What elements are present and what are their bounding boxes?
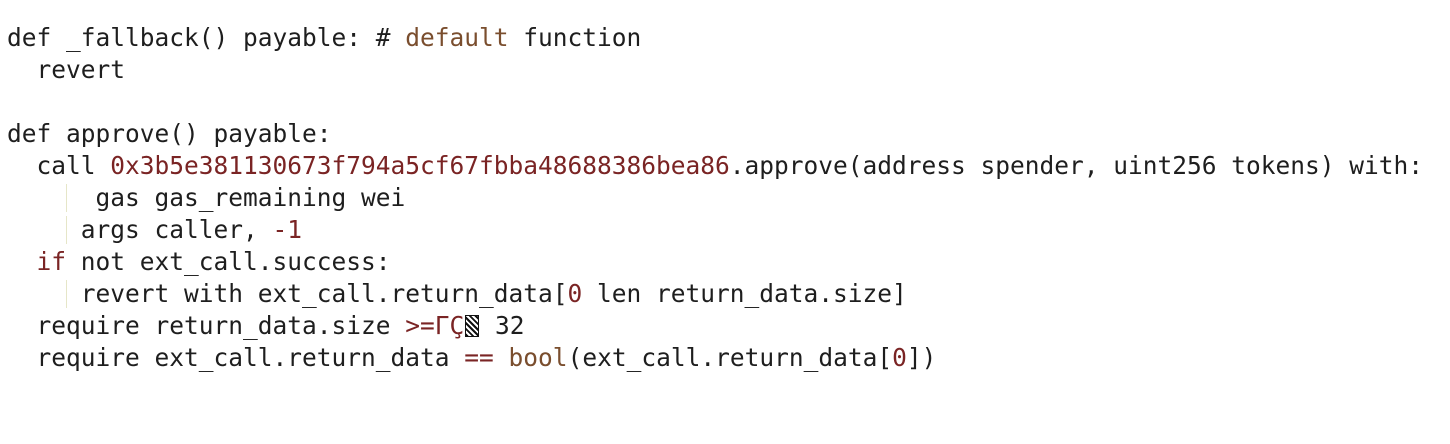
code-token: revert with ext_call.return_data[ [66, 279, 568, 308]
code-token [494, 343, 509, 372]
code-token: >=ΓÇ [405, 311, 465, 340]
code-line: def approve() payable: [7, 118, 1450, 150]
code-token: (ext_call.return_data[ [567, 343, 893, 372]
code-line: if not ext_call.success: [7, 246, 1450, 278]
code-token: def _fallback() payable: # [7, 23, 406, 52]
code-token: def approve() payable: [7, 119, 332, 148]
code-token: require return_data.size [7, 311, 406, 340]
code-token: .approve(address spender, uint256 tokens… [729, 151, 1424, 180]
code-token: 0 [567, 279, 583, 308]
code-token: revert [7, 55, 126, 84]
code-token: == [464, 343, 494, 372]
code-line: require ext_call.return_data == bool(ext… [7, 342, 1450, 374]
code-token [7, 183, 66, 212]
code-token: default [405, 23, 509, 52]
code-line: def _fallback() payable: # default funct… [7, 22, 1450, 54]
code-token: args caller, [66, 215, 273, 244]
code-token: if [36, 247, 67, 276]
code-token: ]) [906, 343, 937, 372]
code-token: require ext_call.return_data [7, 343, 465, 372]
code-token: gas gas_remaining wei [66, 183, 406, 212]
code-token [7, 279, 66, 308]
code-token: call [7, 151, 111, 180]
code-line: call 0x3b5e381130673f794a5cf67fbba486883… [7, 150, 1450, 182]
code-line: require return_data.size >=ΓÇ 32 [7, 310, 1450, 342]
code-token: bool [508, 343, 568, 372]
code-token: -1 [272, 215, 303, 244]
code-line [7, 86, 1450, 118]
code-token: not ext_call.success: [66, 247, 391, 276]
code-line: revert [7, 54, 1450, 86]
code-token: len return_data.size] [582, 279, 907, 308]
code-line: args caller, -1 [7, 214, 1450, 246]
code-token: 32 [480, 311, 525, 340]
code-line: gas gas_remaining wei [7, 182, 1450, 214]
code-token: function [508, 23, 642, 52]
code-token: 0 [892, 343, 907, 372]
code-token: 0x3b5e381130673f794a5cf67fbba48688386bea… [110, 151, 730, 180]
code-token [7, 215, 66, 244]
garbled-glyph-icon [465, 315, 480, 337]
code-token [7, 247, 37, 276]
code-line: revert with ext_call.return_data[0 len r… [7, 278, 1450, 310]
